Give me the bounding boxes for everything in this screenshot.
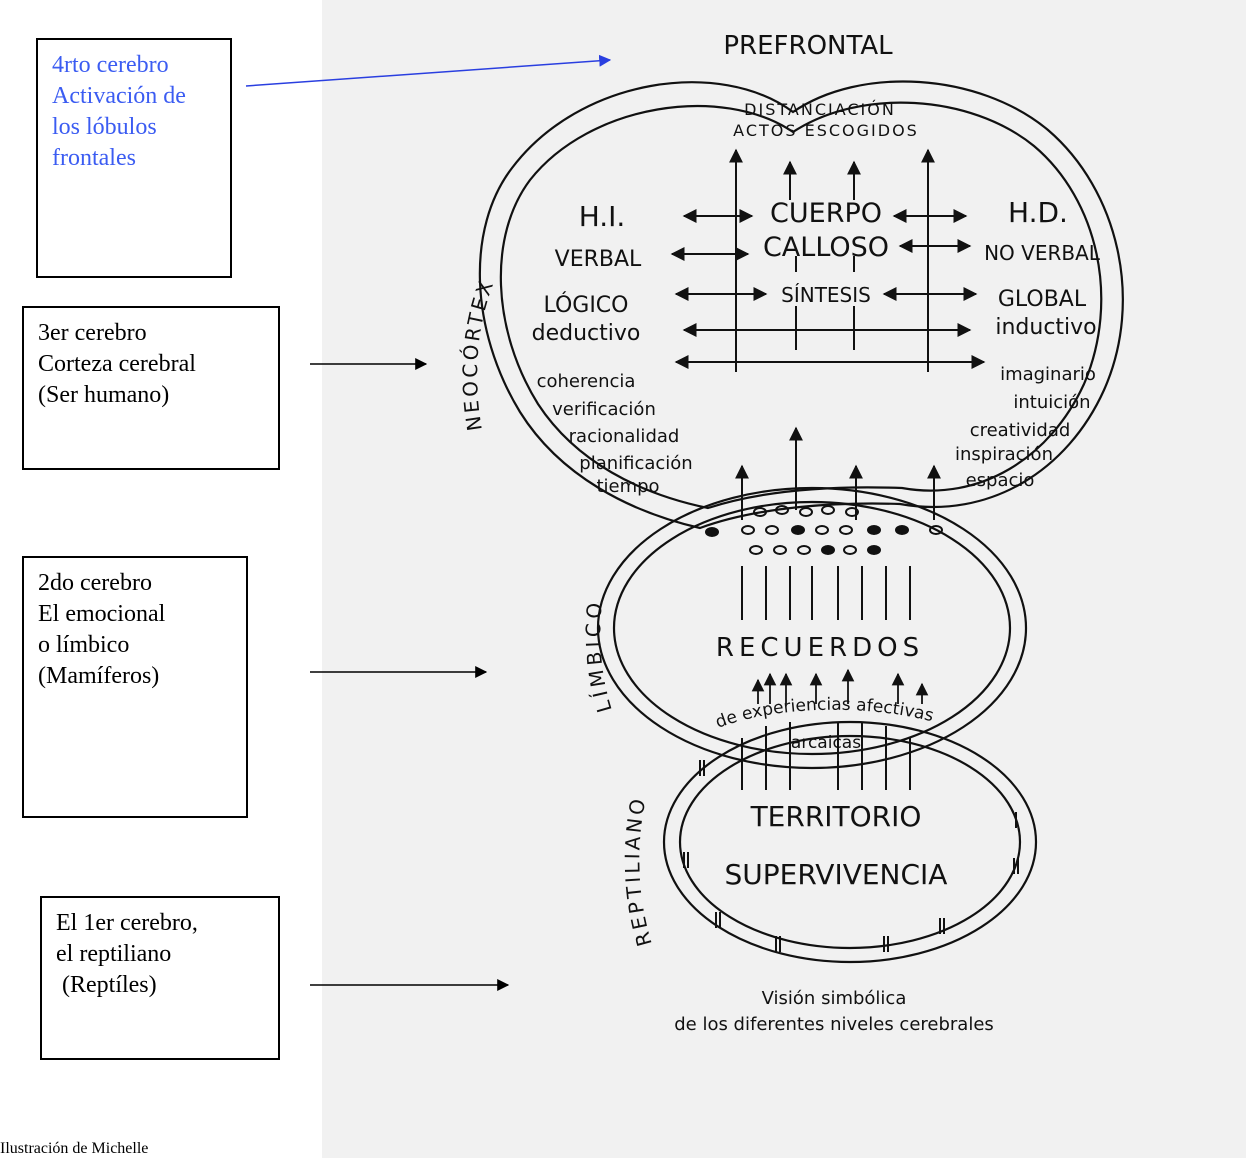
hemisphere-arrows xyxy=(670,209,986,369)
right-trait-5: espacio xyxy=(966,470,1035,491)
right-trait-4: inspiración xyxy=(955,444,1053,465)
callout-fourth-brain: 4rto cerebro Activación de los lóbulos f… xyxy=(36,38,232,278)
hi-label: H.I. xyxy=(579,200,626,233)
callout-second-brain: 2do cerebro El emocional o límbico (Mamí… xyxy=(22,556,248,818)
calloso-label: CALLOSO xyxy=(763,232,889,263)
callout-line: Corteza cerebral xyxy=(38,351,196,377)
callout-line: El 1er cerebro, xyxy=(56,910,198,936)
left-trait-2: verificación xyxy=(552,399,656,420)
reptilian-outline xyxy=(662,720,1038,964)
callout-first-brain: El 1er cerebro, el reptiliano (Reptíles) xyxy=(40,896,280,1060)
limbic-dots xyxy=(705,505,943,555)
callout-line: los lóbulos xyxy=(52,114,157,140)
neocortex-outline xyxy=(478,80,1124,530)
actos-label: ACTOS ESCOGIDOS xyxy=(733,121,919,140)
no-verbal-label: NO VERBAL xyxy=(984,241,1101,265)
callout-line: Activación de xyxy=(52,83,186,109)
callout-line: 2do cerebro xyxy=(38,570,152,596)
verbal-label: VERBAL xyxy=(555,247,642,272)
cuerpo-label: CUERPO xyxy=(770,198,882,229)
sintesis-label: SÍNTESIS xyxy=(781,283,871,307)
distanciacion-label: DISTANCIACIÓN xyxy=(744,100,896,119)
reptilian-ticks xyxy=(683,760,1019,952)
caption-line-2: de los diferentes niveles cerebrales xyxy=(674,1014,994,1035)
supervivencia-label: SUPERVIVENCIA xyxy=(725,858,948,891)
left-trait-5: tiempo xyxy=(596,476,659,497)
deductivo-label: deductivo xyxy=(532,321,641,346)
arcaicas-label: arcaicas xyxy=(791,733,861,753)
callout-line: 4rto cerebro xyxy=(52,52,169,78)
inductivo-label: inductivo xyxy=(995,315,1096,340)
right-trait-1: imaginario xyxy=(1000,364,1096,385)
recuerdos-label: RECUERDOS xyxy=(716,633,924,663)
callout-line: (Reptíles) xyxy=(56,972,157,998)
limbico-label: LÍMBICO xyxy=(581,598,617,715)
left-trait-4: planificación xyxy=(579,453,692,474)
reptiliano-label: REPTILIANO xyxy=(620,794,656,949)
limbic-upward-arrows xyxy=(735,426,941,520)
callout-third-brain: 3er cerebro Corteza cerebral (Ser humano… xyxy=(22,306,280,470)
callout-line: 3er cerebro xyxy=(38,320,147,346)
callout-line: (Mamíferos) xyxy=(38,663,160,689)
left-trait-1: coherencia xyxy=(537,371,636,392)
callout-line: frontales xyxy=(52,145,136,171)
caption-line-1: Visión simbólica xyxy=(762,988,907,1009)
limbic-outline xyxy=(596,486,1028,770)
logico-label: LÓGICO xyxy=(543,292,628,318)
callout-line: El emocional xyxy=(38,601,166,627)
callout-arrow-4 xyxy=(245,54,612,87)
right-trait-2: intuición xyxy=(1013,392,1090,413)
vertical-channels xyxy=(741,566,911,790)
right-trait-3: creatividad xyxy=(970,420,1071,441)
territorio-label: TERRITORIO xyxy=(750,800,922,833)
global-label: GLOBAL xyxy=(998,287,1087,312)
recuerdos-arrows xyxy=(751,668,929,704)
scanned-figure-background xyxy=(322,0,1246,1158)
callout-line: o límbico xyxy=(38,632,130,658)
callout-line: (Ser humano) xyxy=(38,382,170,408)
left-trait-3: racionalidad xyxy=(569,426,680,447)
callout-line: el reptiliano xyxy=(56,941,172,967)
prefrontal-label: PREFRONTAL xyxy=(723,31,893,61)
illustration-credit: Ilustración de Michelle xyxy=(0,1140,149,1157)
hd-label: H.D. xyxy=(1008,196,1068,229)
